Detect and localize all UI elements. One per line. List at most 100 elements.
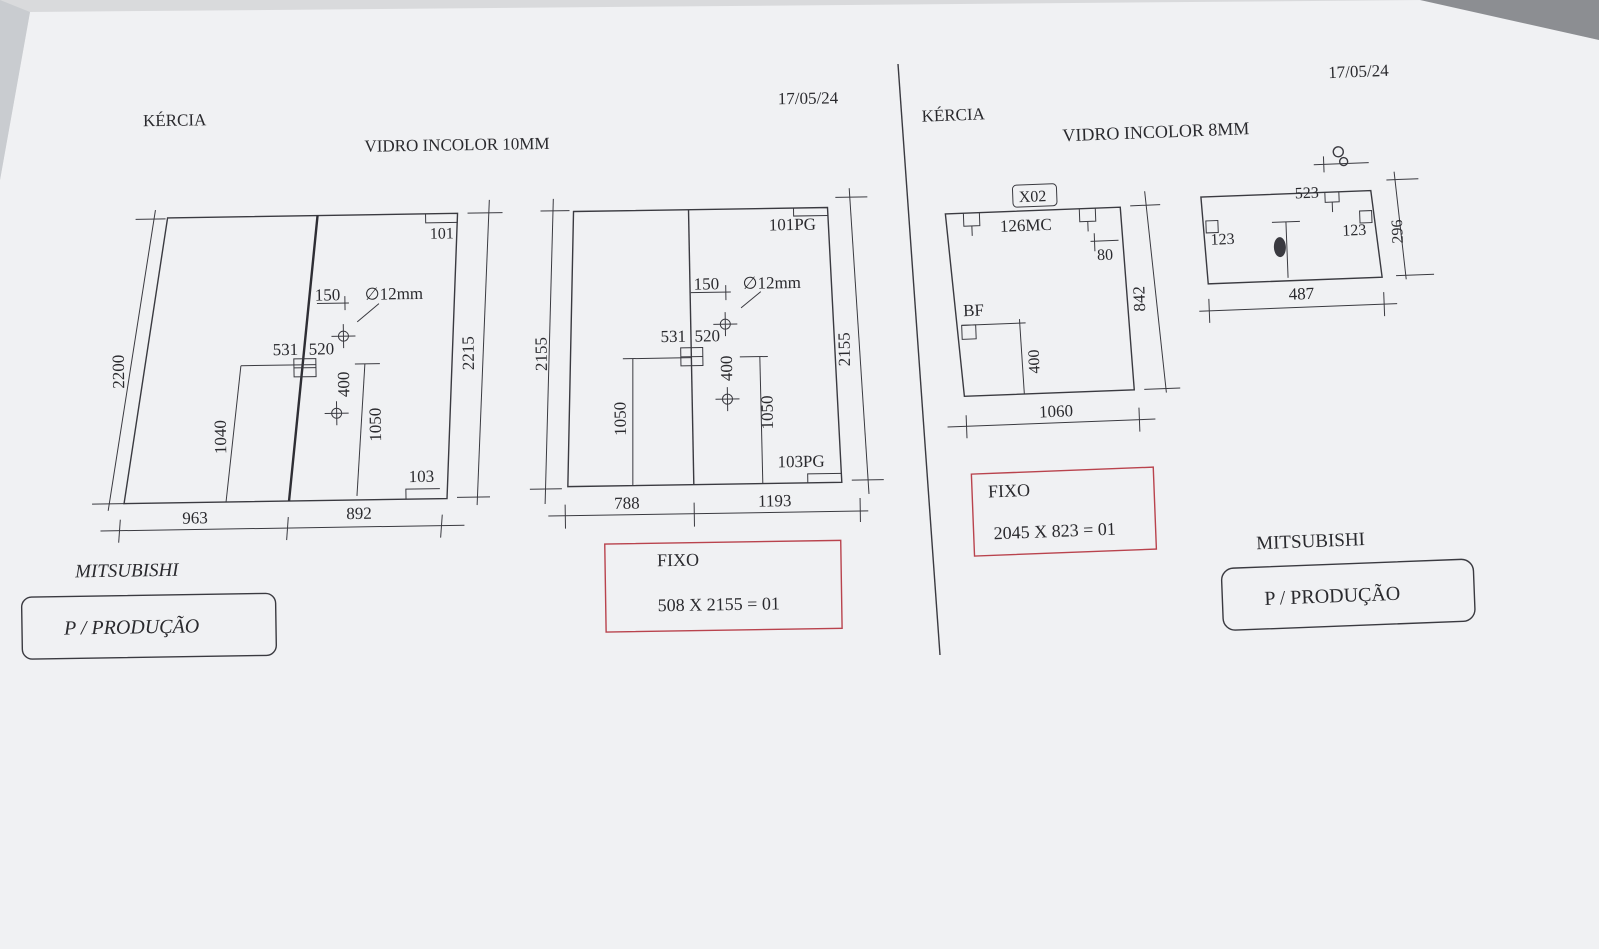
panel-a-top-corner-mark [425,213,458,224]
panel-b-right-dim-tick-top [835,196,868,198]
panel-a-531-label: 531 [273,340,299,359]
panel-c-tag-box [1011,183,1058,208]
panel-b-1050-left-label: 1050 [611,402,631,436]
panel-d-mid-line-v [1285,221,1289,278]
left-glass-spec: VIDRO INCOLOR 10MM [364,134,549,156]
right-fixed-box [970,466,1158,557]
panel-d-123-left-label: 123 [1210,231,1235,249]
panel-d-scribble-mid [1273,237,1286,258]
left-client: KÉRCIA [143,110,207,130]
panel-a-400-label: 400 [334,371,353,397]
left-fixed-title: FIXO [657,550,699,571]
panel-d-right-dim-tick-top [1386,178,1419,181]
panel-d-right-square [1359,210,1373,224]
desk-edge [0,0,30,180]
panel-b-right-dim-tick-bottom [851,479,884,481]
panel-a-hole-leader [356,303,380,323]
panel-c-bf-label: BF [963,301,985,321]
panel-d-bottom-dim-line [1199,303,1398,312]
panel-d-right-dim-line [1393,171,1407,280]
panel-d-123-right-label: 123 [1342,222,1367,240]
panel-b-400-label: 400 [717,355,736,381]
panel-b-150-line [690,291,731,294]
panel-a-right-dim-tick-top [467,212,503,214]
right-fixed-title: FIXO [988,480,1031,502]
panel-b-520-label: 520 [694,326,720,345]
right-panel-b: 523 123 123 296 487 [1199,146,1435,323]
panel-a-outline [123,212,459,505]
left-brand: MITSUBISHI [74,560,180,583]
panel-b-offset-label: 150 [694,274,720,293]
panel-a-offset-label: 150 [315,285,341,304]
panel-d-outline [1200,189,1383,285]
panel-b-height-left-label: 2155 [531,337,551,371]
panel-d-523-label: 523 [1295,185,1320,203]
panel-b-hole-label: ∅12mm [743,273,802,293]
right-panel-a: X02 126MC 80 BF 400 842 1060 [944,183,1181,439]
panel-a-bottom-dim-tick-1 [118,519,121,543]
panel-b-bottom-dim-line [548,510,869,517]
panel-c-right-dim-line [1144,191,1167,393]
panel-a-bottom-dim-tick-3 [440,514,443,538]
panel-c-80-tick [1093,233,1096,252]
left-page: KÉRCIA 17/05/24 VIDRO INCOLOR 10MM [20,88,884,660]
panel-a-1040-line [225,365,242,503]
paper-shadow-corner [1420,0,1599,40]
panel-c-right-dim-tick-top [1130,204,1161,207]
panel-a-520-label: 520 [309,339,335,358]
panel-d-width-label: 487 [1288,284,1315,304]
panel-b-1050-right-line [759,356,764,484]
panel-a-top-corner-label: 101 [430,225,454,242]
panel-b-1050-right-label: 1050 [757,395,777,429]
panel-b-right-dim-line [848,188,870,494]
panel-b-width2-label: 1193 [758,491,792,511]
panel-b-left-dim-tick-bottom [529,488,562,490]
panel-b-bottom-corner-mark [807,472,842,483]
panel-d-right-dim-tick-bottom [1396,273,1435,277]
left-fixed-box [604,539,843,633]
panel-d-top-dim-line [1313,162,1369,166]
panel-b-height-right-label: 2155 [834,332,854,366]
right-fixed-spec: 2045 X 823 = 01 [993,519,1116,544]
panel-c-400-line [1018,319,1025,395]
panel-a-width2-label: 892 [346,504,372,523]
panel-d-height-label: 296 [1389,219,1407,244]
panel-c-width-label: 1060 [1039,401,1074,421]
panel-c-top-label: 126MC [1000,215,1053,236]
panel-a-bottom-corner-label: 103 [409,467,435,486]
right-date: 17/05/24 [1328,61,1390,82]
panel-b-top-corner-label: 101PG [769,215,817,235]
panel-c-bottom-dim-line [947,418,1156,428]
panel-a-150-line [316,302,349,305]
panel-a-height-left-label: 2200 [109,355,129,389]
panel-c-400-label: 400 [1026,349,1044,374]
panel-c-height-label: 842 [1129,286,1149,312]
panel-b-top-corner-mark [792,208,828,217]
panel-d-bottom-dim-tick-2 [1383,292,1386,317]
panel-b-left-dim-line [544,198,554,505]
panel-c-bottom-dim-tick-1 [965,415,968,439]
panel-b-hole-leader [740,291,762,309]
right-brand: MITSUBISHI [1256,529,1365,554]
panel-d-left-square [1205,219,1219,234]
panel-a-right-dim-line [476,199,490,506]
left-fixed-spec: 508 X 2155 = 01 [658,593,780,615]
panel-a-1050-label: 1050 [366,408,386,442]
panel-c-bottom-dim-tick-2 [1138,407,1141,432]
panel-b-1050-left-line [632,358,634,486]
left-status-box [20,592,277,660]
panel-c-right-dim-tick-bottom [1144,387,1181,390]
panel-c-tag: X02 [1018,188,1046,206]
panel-c-outline [944,206,1136,398]
panel-a-width1-label: 963 [182,508,208,527]
panel-c-bf-line [961,322,1026,326]
panel-b-outline [567,206,843,488]
panel-a-bottom-dim-tick-2 [286,516,289,541]
panel-d-scribble-top-2 [1338,156,1349,167]
panel-d-scribble-top-1 [1332,146,1344,158]
panel-d-top-dim-tick [1322,156,1325,173]
left-panel-b: 101PG 103PG 150 ∅12mm 531 520 400 1050 1… [529,188,884,529]
page-divider [897,63,941,656]
panel-b-width1-label: 788 [614,494,640,513]
